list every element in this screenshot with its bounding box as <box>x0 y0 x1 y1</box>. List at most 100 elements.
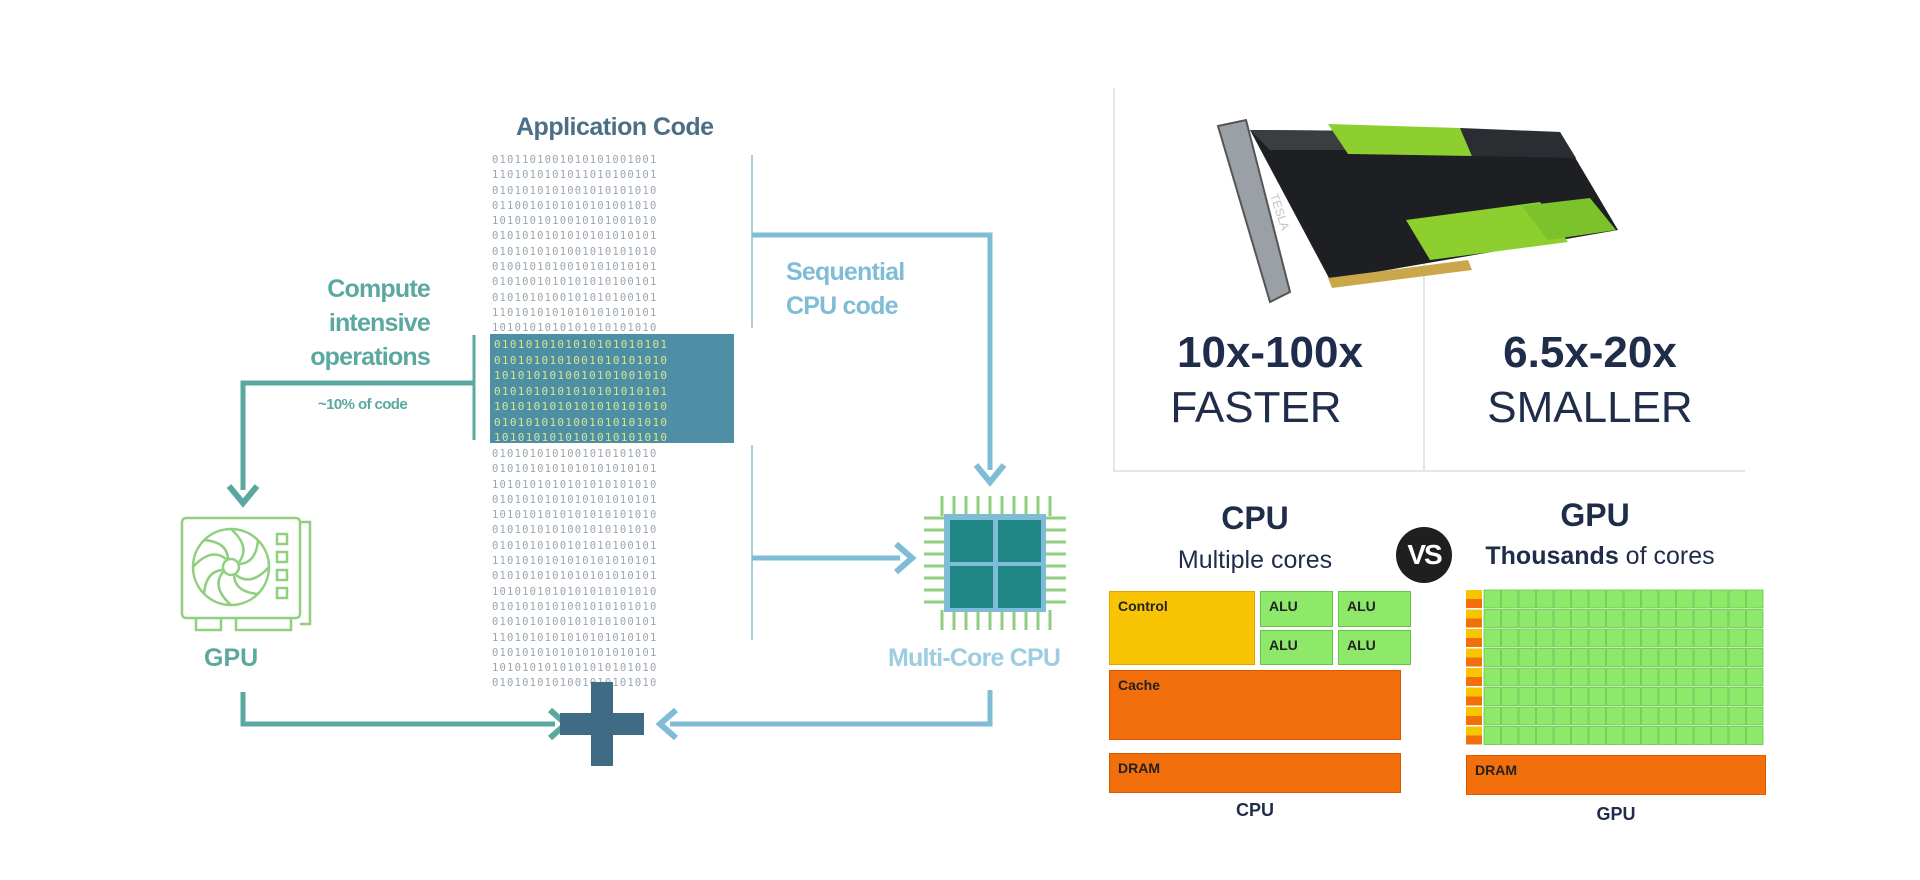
gpu-cache-cell <box>1466 716 1482 725</box>
gpu-alu-cell <box>1658 726 1676 745</box>
gpu-alu-cell <box>1571 609 1589 628</box>
gpu-alu-cell <box>1571 687 1589 706</box>
gpu-alu-cell <box>1746 687 1764 706</box>
gpu-alu-cell <box>1483 667 1501 687</box>
gpu-alu-cell <box>1553 726 1571 745</box>
gpu-alu-cell <box>1588 667 1606 687</box>
gpu-alu-cell <box>1676 648 1694 667</box>
gpu-cache-cell <box>1466 599 1482 608</box>
gpu-cache-cell <box>1466 657 1482 667</box>
gpu-alu-cell <box>1728 589 1746 609</box>
gpu-alu-cell <box>1571 726 1589 745</box>
gpu-alu-cell <box>1711 667 1729 687</box>
gpu-alu-cell <box>1711 589 1729 609</box>
gpu-alu-cell <box>1518 726 1536 745</box>
gpu-alu-cell <box>1518 648 1536 667</box>
gpu-alu-cell <box>1711 648 1729 667</box>
cpu-arch-caption: CPU <box>1235 800 1274 820</box>
cpu-chip-icon <box>924 496 1066 630</box>
gpu-alu-cell <box>1746 667 1764 687</box>
gpu-alu-cell <box>1536 628 1554 648</box>
gpu-alu-cell <box>1746 609 1764 628</box>
gpu-alu-cell <box>1728 706 1746 726</box>
gpu-arch-caption: GPU <box>1596 804 1636 824</box>
gpu-control-cell <box>1466 687 1482 697</box>
gpu-cache-cell <box>1466 618 1482 628</box>
gpu-alu-cell <box>1658 589 1676 609</box>
gpu-alu-cell <box>1693 648 1711 667</box>
gpu-alu-cell <box>1518 687 1536 706</box>
gpu-alu-cell <box>1623 589 1641 609</box>
gpu-alu-cell <box>1728 609 1746 628</box>
app-code-title: Application Code <box>516 113 714 141</box>
gpu-alu-cell <box>1711 609 1729 628</box>
gpu-cache-cell <box>1466 677 1482 686</box>
gpu-alu-cell <box>1746 648 1764 667</box>
gpu-alu-cell <box>1483 609 1501 628</box>
gpu-alu-cell <box>1536 706 1554 726</box>
size-value: 6.5x-20x <box>1503 328 1677 377</box>
gpu-alu-cell <box>1553 648 1571 667</box>
gpu-alu-cell <box>1483 648 1501 667</box>
gpu-alu-cell <box>1553 589 1571 609</box>
gpu-alu-cell <box>1571 648 1589 667</box>
gpu-alu-cell <box>1728 726 1746 745</box>
gpu-alu-cell <box>1518 609 1536 628</box>
cpu-alu-block: ALU <box>1260 591 1333 627</box>
cpu-cache-block: Cache <box>1109 670 1401 740</box>
horizontal-divider <box>1113 470 1745 472</box>
gpu-alu-cell <box>1676 609 1694 628</box>
gpu-alu-cell <box>1588 609 1606 628</box>
tesla-gpu-card-image: TESLA <box>1216 118 1618 304</box>
gpu-subtitle-bold: Thousands <box>1485 542 1619 570</box>
gpu-alu-cell <box>1571 667 1589 687</box>
gpu-alu-cell <box>1483 628 1501 648</box>
gpu-alu-cell <box>1728 628 1746 648</box>
arrow-to-cpu-top <box>752 232 993 470</box>
gpu-alu-cell <box>1711 726 1729 745</box>
gpu-core-grid <box>1466 589 1764 745</box>
gpu-alu-cell <box>1588 648 1606 667</box>
gpu-alu-cell <box>1711 628 1729 648</box>
cpu-dram-block: DRAM <box>1109 753 1401 793</box>
gpu-alu-cell <box>1501 687 1519 706</box>
gpu-alu-cell <box>1553 687 1571 706</box>
gpu-alu-cell <box>1501 706 1519 726</box>
gpu-alu-cell <box>1501 726 1519 745</box>
gpu-alu-cell <box>1588 726 1606 745</box>
vertical-divider-left <box>1113 88 1115 470</box>
gpu-alu-cell <box>1746 589 1764 609</box>
gpu-alu-cell <box>1588 589 1606 609</box>
gpu-alu-cell <box>1518 706 1536 726</box>
gpu-alu-cell <box>1728 687 1746 706</box>
gpu-alu-cell <box>1518 628 1536 648</box>
gpu-control-cell <box>1466 707 1482 716</box>
code-block-highlight: 0101010101010101010101 01010101010010101… <box>490 334 734 444</box>
gpu-alu-cell <box>1606 667 1624 687</box>
gpu-control-cell <box>1466 590 1482 599</box>
gpu-alu-cell <box>1693 628 1711 648</box>
gpu-cache-cell <box>1466 735 1482 745</box>
plus-icon <box>560 682 644 766</box>
gpu-alu-cell <box>1623 628 1641 648</box>
gpu-alu-cell <box>1518 667 1536 687</box>
gpu-alu-cell <box>1658 628 1676 648</box>
code-block-bottom: 0101010101001010101010 01010101010101010… <box>492 448 658 690</box>
gpu-alu-cell <box>1641 589 1659 609</box>
gpu-alu-cell <box>1623 609 1641 628</box>
gpu-alu-cell <box>1746 706 1764 726</box>
gpu-alu-cell <box>1483 726 1501 745</box>
gpu-alu-cell <box>1536 667 1554 687</box>
percent-note: ~10% of code <box>318 396 408 413</box>
gpu-alu-cell <box>1641 726 1659 745</box>
gpu-title: GPU <box>1560 497 1630 533</box>
gpu-alu-cell <box>1676 589 1694 609</box>
gpu-alu-cell <box>1641 667 1659 687</box>
gpu-card-icon <box>180 516 312 632</box>
gpu-alu-cell <box>1536 687 1554 706</box>
flow-arrows <box>226 155 1007 766</box>
gpu-cache-cell <box>1466 638 1482 647</box>
cpu-alu-block: ALU <box>1260 630 1333 665</box>
gpu-alu-cell <box>1623 667 1641 687</box>
arrow-gpu-to-plus <box>240 692 555 727</box>
